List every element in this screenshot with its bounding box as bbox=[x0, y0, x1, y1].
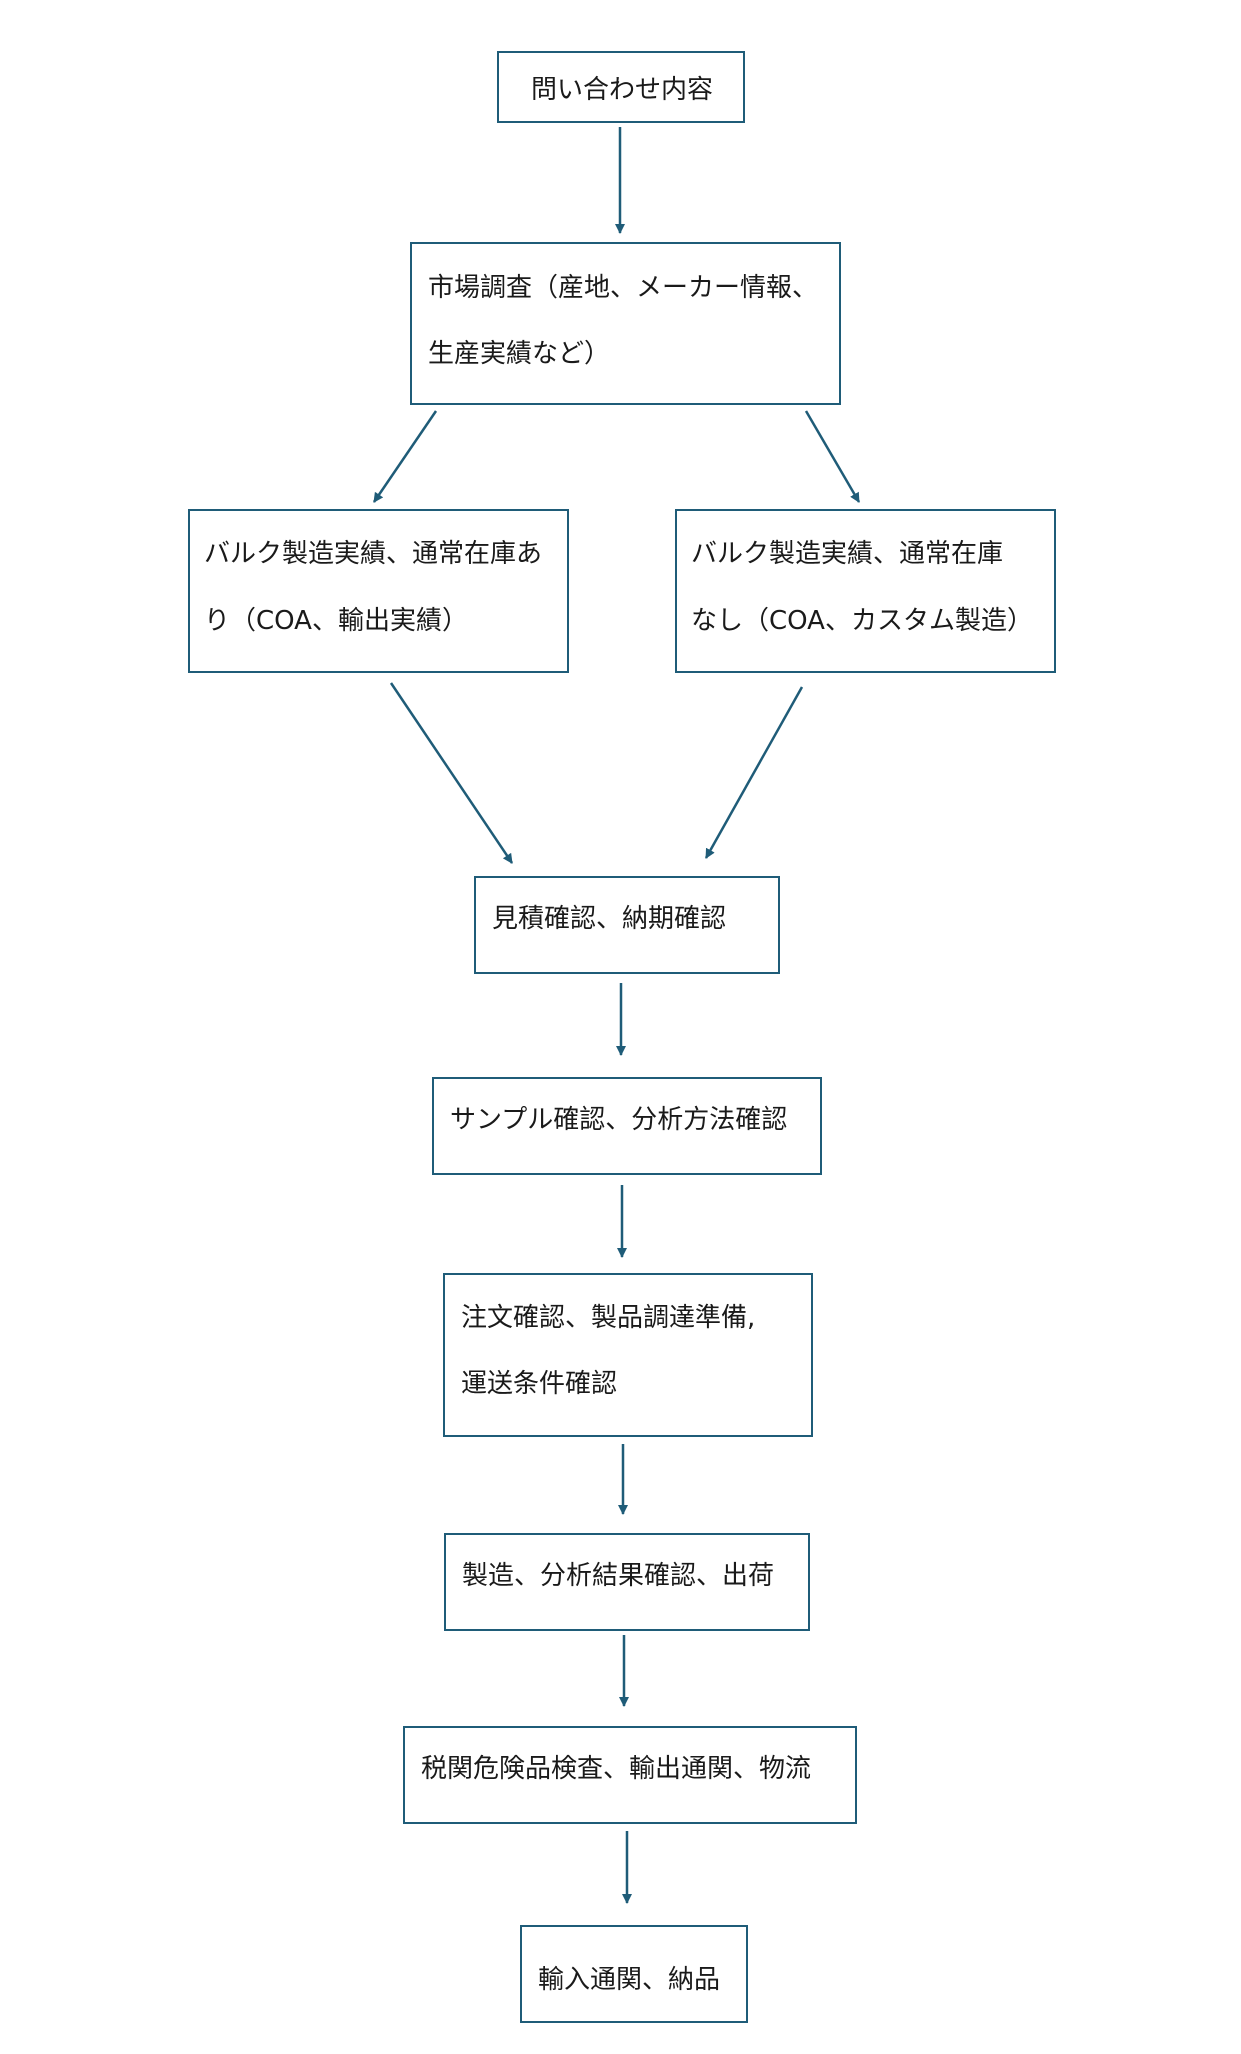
arrow-b2-b3 bbox=[372, 410, 438, 503]
node-sample-confirmation: サンプル確認、分析方法確認 bbox=[432, 1077, 822, 1175]
node-label: 問い合わせ内容 bbox=[531, 75, 714, 105]
node-label: バルク製造実績、通常在庫あ bbox=[204, 539, 543, 569]
node-label: なし（COA、カスタム製造） bbox=[691, 606, 1033, 636]
arrow-b3-b5 bbox=[389, 682, 514, 864]
node-label: バルク製造実績、通常在庫 bbox=[691, 539, 1004, 569]
node-label: り（COA、輸出実績） bbox=[204, 606, 468, 636]
node-customs-export: 税関危険品検査、輸出通関、物流 bbox=[403, 1726, 857, 1824]
node-market-research: 市場調査（産地、メーカー情報、 生産実績など） bbox=[410, 242, 841, 405]
node-with-stock: バルク製造実績、通常在庫あ り（COA、輸出実績） bbox=[188, 509, 569, 673]
node-label: 見積確認、納期確認 bbox=[492, 904, 727, 934]
node-without-stock: バルク製造実績、通常在庫 なし（COA、カスタム製造） bbox=[675, 509, 1056, 673]
node-import-delivery: 輸入通関、納品 bbox=[520, 1925, 748, 2023]
node-label: 運送条件確認 bbox=[461, 1369, 618, 1399]
arrow-b4-b5 bbox=[704, 686, 804, 859]
node-order-confirmation: 注文確認、製品調達準備, 運送条件確認 bbox=[443, 1273, 813, 1437]
node-label: サンプル確認、分析方法確認 bbox=[450, 1105, 788, 1135]
node-label: 税関危険品検査、輸出通関、物流 bbox=[421, 1754, 812, 1784]
node-label: 市場調査（産地、メーカー情報、 bbox=[428, 273, 819, 303]
node-label: 製造、分析結果確認、出荷 bbox=[462, 1561, 775, 1591]
node-label: 輸入通関、納品 bbox=[538, 1965, 721, 1995]
node-label: 注文確認、製品調達準備, bbox=[461, 1303, 756, 1333]
node-quote-confirmation: 見積確認、納期確認 bbox=[474, 876, 780, 974]
node-manufacturing-shipping: 製造、分析結果確認、出荷 bbox=[444, 1533, 810, 1631]
node-inquiry: 問い合わせ内容 bbox=[497, 51, 745, 123]
arrow-b2-b4 bbox=[804, 410, 861, 503]
node-label: 生産実績など） bbox=[428, 339, 611, 369]
